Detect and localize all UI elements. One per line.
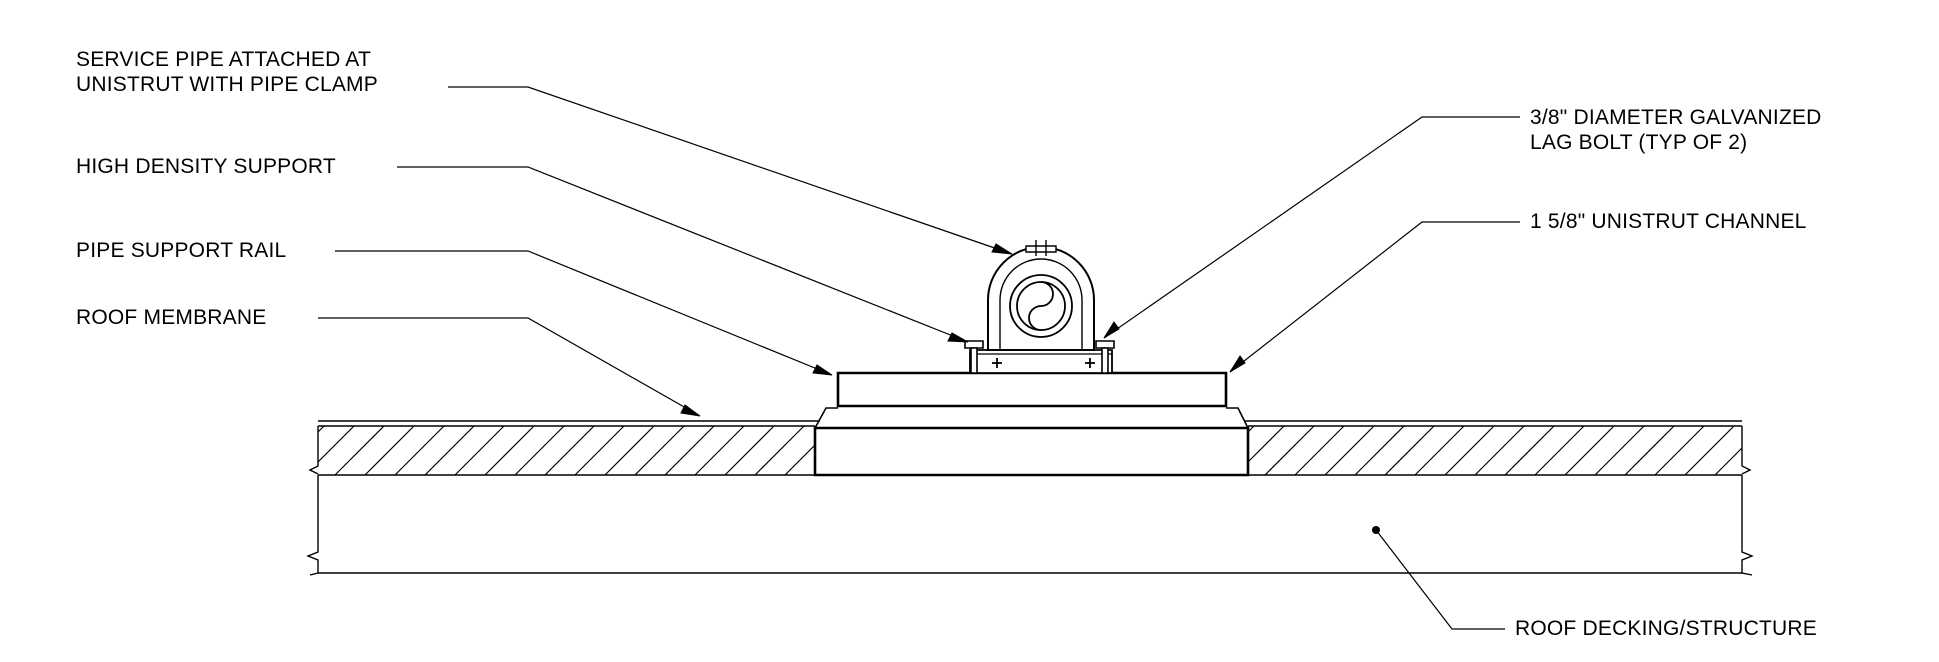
callout-service-pipe-line-1: SERVICE PIPE ATTACHED AT <box>76 48 371 71</box>
callout-lag-bolt-line-1: 3/8" DIAMETER GALVANIZED <box>1530 106 1822 129</box>
pipe-support-rail <box>838 373 1226 406</box>
hatch-line <box>1625 426 1674 475</box>
hatch-line <box>1415 426 1464 475</box>
hatch-line <box>1385 426 1434 475</box>
callout-pipe-support-rail: PIPE SUPPORT RAIL <box>76 239 287 262</box>
callout-service-pipe-line-2: UNISTRUT WITH PIPE CLAMP <box>76 73 378 96</box>
high-density-support <box>815 408 1248 475</box>
hatch-line <box>1325 426 1374 475</box>
hatch-line <box>605 426 654 475</box>
hatch-line <box>1685 426 1734 475</box>
callout-service-pipe: SERVICE PIPE ATTACHED AT UNISTRUT WITH P… <box>76 47 378 97</box>
hatch-line <box>515 426 564 475</box>
hatch-line <box>1248 426 1284 462</box>
hatch-line <box>755 426 804 475</box>
callout-roof-membrane: ROOF MEMBRANE <box>76 306 267 329</box>
hatch-line <box>395 426 444 475</box>
hatch-line <box>1295 426 1344 475</box>
callout-lag-bolt: 3/8" DIAMETER GALVANIZED LAG BOLT (TYP O… <box>1530 105 1822 155</box>
leader-lines <box>318 87 1520 629</box>
hatch-line <box>1715 448 1742 475</box>
insulation-hatch-right <box>1248 426 1742 475</box>
lag-bolt-right <box>1096 341 1114 373</box>
hatch-line <box>575 426 624 475</box>
roof-insulation-hatch <box>310 426 1750 475</box>
hatch-line <box>1595 426 1644 475</box>
insulation-hatch-left <box>318 426 815 475</box>
hatch-line <box>1535 426 1584 475</box>
hatch-line <box>318 426 354 462</box>
hatch-line <box>365 426 414 475</box>
hatch-line <box>1505 426 1554 475</box>
roof-decking-structure <box>308 475 1752 575</box>
service-pipe <box>1010 275 1072 337</box>
hatch-line <box>1475 426 1524 475</box>
roof-decking-leader-dot <box>1372 526 1380 534</box>
lag-bolt-left <box>965 341 983 373</box>
callout-unistrut-channel: 1 5/8" UNISTRUT CHANNEL <box>1530 210 1807 233</box>
hatch-line <box>725 426 774 475</box>
hatch-line <box>635 426 684 475</box>
hatch-line <box>1445 426 1494 475</box>
hatch-line <box>665 426 714 475</box>
leader-arrowheads <box>680 243 1246 417</box>
hatch-line <box>1265 426 1314 475</box>
callout-high-density-support: HIGH DENSITY SUPPORT <box>76 155 336 178</box>
callout-lag-bolt-line-2: LAG BOLT (TYP OF 2) <box>1530 131 1748 154</box>
hatch-line <box>695 426 744 475</box>
hatch-line <box>318 426 324 432</box>
hatch-line <box>785 445 815 475</box>
callout-roof-decking-structure: ROOF DECKING/STRUCTURE <box>1515 617 1817 640</box>
hatch-line <box>1565 426 1614 475</box>
bolt-marks <box>992 358 1095 368</box>
hatch-line <box>1355 426 1404 475</box>
hatch-line <box>335 426 384 475</box>
hatch-line <box>1655 426 1704 475</box>
hatch-line <box>545 426 594 475</box>
hatch-line <box>455 426 504 475</box>
hatch-line <box>485 426 534 475</box>
hatch-line <box>425 426 474 475</box>
